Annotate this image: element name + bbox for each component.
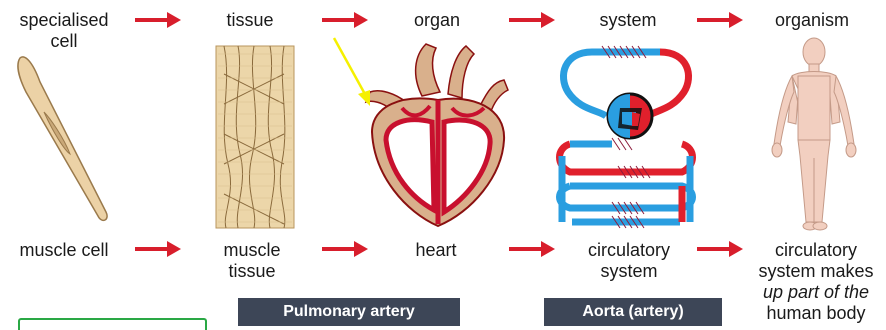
label-heart: heart xyxy=(396,240,476,261)
arrow-right-icon xyxy=(507,239,557,259)
aorta-artery-tag: Aorta (artery) xyxy=(544,298,722,326)
muscle-tissue-illustration xyxy=(214,44,296,230)
arrow-right-icon xyxy=(133,239,183,259)
label-circulatory-system-line1: circulatory xyxy=(570,240,688,261)
circulatory-system-illustration xyxy=(552,36,700,232)
label-muscle-tissue-line1: muscle xyxy=(210,240,294,261)
arrow-right-icon xyxy=(695,239,745,259)
label-organism-line2: system makes xyxy=(750,261,882,282)
label-cell-line: cell xyxy=(8,31,120,52)
label-organism-description: circulatory system makes up part of the … xyxy=(750,240,882,324)
human-body-illustration xyxy=(764,36,864,232)
muscle-cell-illustration xyxy=(14,52,114,224)
label-organ: organ xyxy=(397,10,477,31)
pointer-arrow-icon xyxy=(330,34,376,110)
label-muscle-cell: muscle cell xyxy=(4,240,124,261)
pulmonary-artery-tag: Pulmonary artery xyxy=(238,298,460,326)
label-muscle-tissue: muscle tissue xyxy=(210,240,294,282)
arrow-right-icon xyxy=(320,239,370,259)
label-organism-line3: up part of the xyxy=(750,282,882,303)
label-muscle-tissue-line2: tissue xyxy=(210,261,294,282)
label-specialised-cell: specialised cell xyxy=(8,10,120,52)
label-circulatory-system: circulatory system xyxy=(570,240,688,282)
label-organism: organism xyxy=(762,10,862,31)
heart-illustration xyxy=(352,36,524,232)
label-tissue: tissue xyxy=(210,10,290,31)
arrow-right-icon xyxy=(695,10,745,30)
label-circulatory-system-line2: system xyxy=(570,261,688,282)
arrow-right-icon xyxy=(320,10,370,30)
label-organism-line4: human body xyxy=(750,303,882,324)
label-organism-line1: circulatory xyxy=(750,240,882,261)
label-specialised-line: specialised xyxy=(8,10,120,31)
green-outline-box xyxy=(18,318,207,330)
arrow-right-icon xyxy=(133,10,183,30)
arrow-right-icon xyxy=(507,10,557,30)
label-system: system xyxy=(583,10,673,31)
